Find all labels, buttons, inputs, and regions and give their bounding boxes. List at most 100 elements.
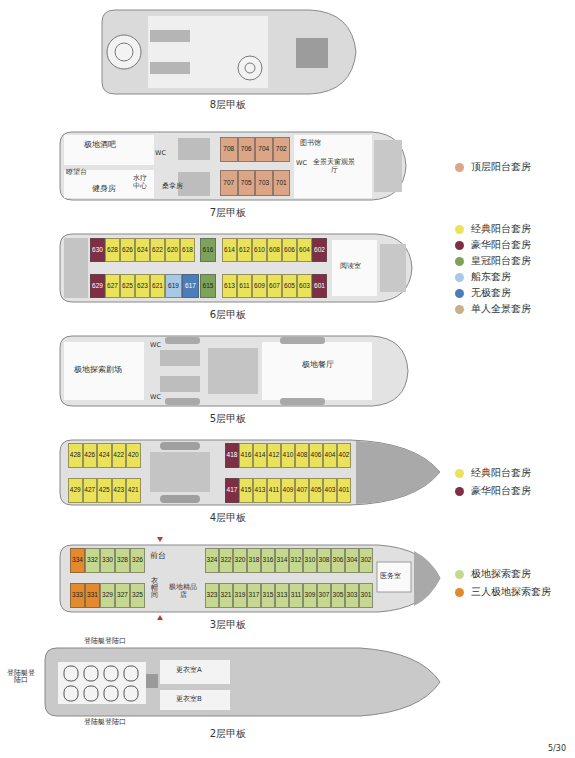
cabin-number: 333: [72, 592, 83, 599]
legend-row: 三人极地探索套房: [455, 585, 551, 599]
legend-row: 顶层阳台套房: [455, 160, 531, 174]
cabin-box: 332: [85, 548, 100, 573]
legend-row: 单人全景套房: [455, 302, 531, 316]
room-label: 图书馆: [300, 139, 321, 147]
cabin-number: 704: [258, 146, 269, 153]
cabin-number: 325: [132, 592, 143, 599]
cabin-box: 326: [130, 548, 145, 573]
room-label: 水疗中心: [130, 174, 150, 190]
cabin-number: 303: [347, 592, 358, 599]
legend-swatch: [455, 257, 464, 266]
cabin-box: 319: [233, 583, 247, 608]
cabin-number: 310: [305, 557, 316, 564]
cabin-number: 308: [319, 557, 330, 564]
cabin-box: 613: [222, 274, 237, 298]
cabin-number: 424: [99, 452, 110, 459]
cabin-box: 617: [182, 274, 199, 298]
cabin-box: 421: [126, 478, 141, 503]
room-label: 极地精品店: [166, 583, 200, 599]
cabin-box: 614: [222, 238, 237, 262]
cabin-number: 321: [221, 592, 232, 599]
cabin-number: 309: [305, 592, 316, 599]
cabin-box: 704: [255, 137, 273, 162]
cabin-number: 409: [283, 487, 294, 494]
room-label: 极地酒吧: [84, 140, 116, 149]
room-label: WC: [150, 342, 161, 349]
cabin-number: 417: [227, 487, 238, 494]
cabin-box: 417: [225, 478, 239, 503]
cabin-box: 311: [289, 583, 303, 608]
cabin-number: 329: [102, 592, 113, 599]
cabin-number: 708: [223, 146, 234, 153]
cabin-box: 609: [252, 274, 267, 298]
cabin-box: 604: [297, 238, 312, 262]
cabin-number: 313: [277, 592, 288, 599]
cabin-number: 702: [276, 146, 287, 153]
cabin-box: 424: [97, 443, 112, 468]
cabin-number: 616: [203, 247, 214, 254]
cabin-box: 316: [261, 548, 275, 573]
cabin-box: 612: [237, 238, 252, 262]
room-label: WC: [150, 394, 161, 401]
cabin-box: 327: [115, 583, 130, 608]
cabin-number: 312: [291, 557, 302, 564]
cabin-number: 629: [92, 283, 103, 290]
cabin-number: 622: [152, 247, 163, 254]
room-label: 5/30: [548, 744, 566, 753]
cabin-box: 325: [130, 583, 145, 608]
cabin-box: 626: [120, 238, 135, 262]
cabin-number: 318: [249, 557, 260, 564]
cabin-number: 327: [117, 592, 128, 599]
legend-text: 船东套房: [471, 270, 511, 284]
cabin-box: 324: [205, 548, 219, 573]
cabin-box: 322: [219, 548, 233, 573]
legend-swatch: [455, 588, 464, 597]
cabin-box: 428: [68, 443, 83, 468]
room-label: 更衣室B: [176, 695, 202, 703]
cabin-number: 410: [283, 452, 294, 459]
legend-text: 经典阳台套房: [471, 466, 531, 480]
cabin-box: 630: [90, 238, 105, 262]
cabin-box: 406: [309, 443, 323, 468]
room-label: 全景天窗观景厅: [312, 158, 356, 174]
legend-swatch: [455, 469, 464, 478]
cabin-box: 622: [150, 238, 165, 262]
cabin-box: 303: [345, 583, 359, 608]
cabin-number: 328: [117, 557, 128, 564]
cabin-number: 425: [99, 487, 110, 494]
room-label: 登陆艇登陆口: [84, 638, 126, 645]
cabin-box: 629: [90, 274, 105, 298]
cabin-number: 331: [87, 592, 98, 599]
cabin-number: 619: [168, 283, 179, 290]
cabin-box: 616: [200, 238, 216, 262]
cabin-box: 416: [239, 443, 253, 468]
cabin-number: 705: [241, 180, 252, 187]
cabin-box: 310: [303, 548, 317, 573]
cabin-box: 706: [238, 137, 256, 162]
cabin-number: 319: [235, 592, 246, 599]
cabin-number: 404: [325, 452, 336, 459]
cabin-number: 324: [207, 557, 218, 564]
deck-label: 3层甲板: [210, 619, 246, 631]
cabin-box: 702: [273, 137, 291, 162]
cabin-box: 312: [289, 548, 303, 573]
legend-row: 无极套房: [455, 286, 511, 300]
cabin-number: 621: [152, 283, 163, 290]
cabin-number: 423: [113, 487, 124, 494]
cabin-number: 620: [167, 247, 178, 254]
cabin-box: 425: [97, 478, 112, 503]
room-label: 瞭望台: [66, 168, 87, 176]
cabin-number: 707: [223, 180, 234, 187]
room-label: 桑拿房: [162, 182, 183, 190]
cabin-number: 416: [241, 452, 252, 459]
legend-text: 经典阳台套房: [471, 222, 531, 236]
cabin-box: 603: [297, 274, 312, 298]
cabin-box: 307: [317, 583, 331, 608]
cabin-number: 428: [70, 452, 81, 459]
room-label: WC: [296, 160, 307, 167]
legend-text: 极地探索套房: [471, 567, 531, 581]
room-label: 更衣室A: [176, 666, 202, 674]
cabin-box: 403: [323, 478, 337, 503]
legend-row: 船东套房: [455, 270, 511, 284]
cabin-box: 420: [126, 443, 141, 468]
